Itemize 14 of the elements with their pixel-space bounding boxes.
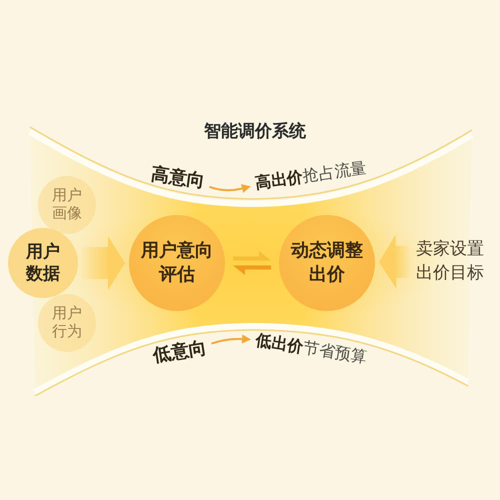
title: 智能调价系统	[204, 120, 306, 142]
source-circle: 用户行为	[38, 294, 96, 352]
intent-label: 低意向	[152, 336, 208, 368]
arrow	[209, 184, 251, 193]
flow-arrow	[82, 236, 125, 290]
strategy-label: 低出价节省预算	[254, 330, 368, 370]
half-arrow	[233, 251, 271, 260]
goal-label: 卖家设置出价目标	[414, 237, 486, 285]
strategy-label: 高出价抢占流量	[254, 158, 368, 196]
intent-label: 高意向	[150, 162, 206, 194]
source-circle: 用户画像	[38, 176, 96, 234]
half-arrow	[233, 266, 271, 275]
arrow	[211, 334, 252, 344]
flow-arrow	[379, 234, 410, 289]
